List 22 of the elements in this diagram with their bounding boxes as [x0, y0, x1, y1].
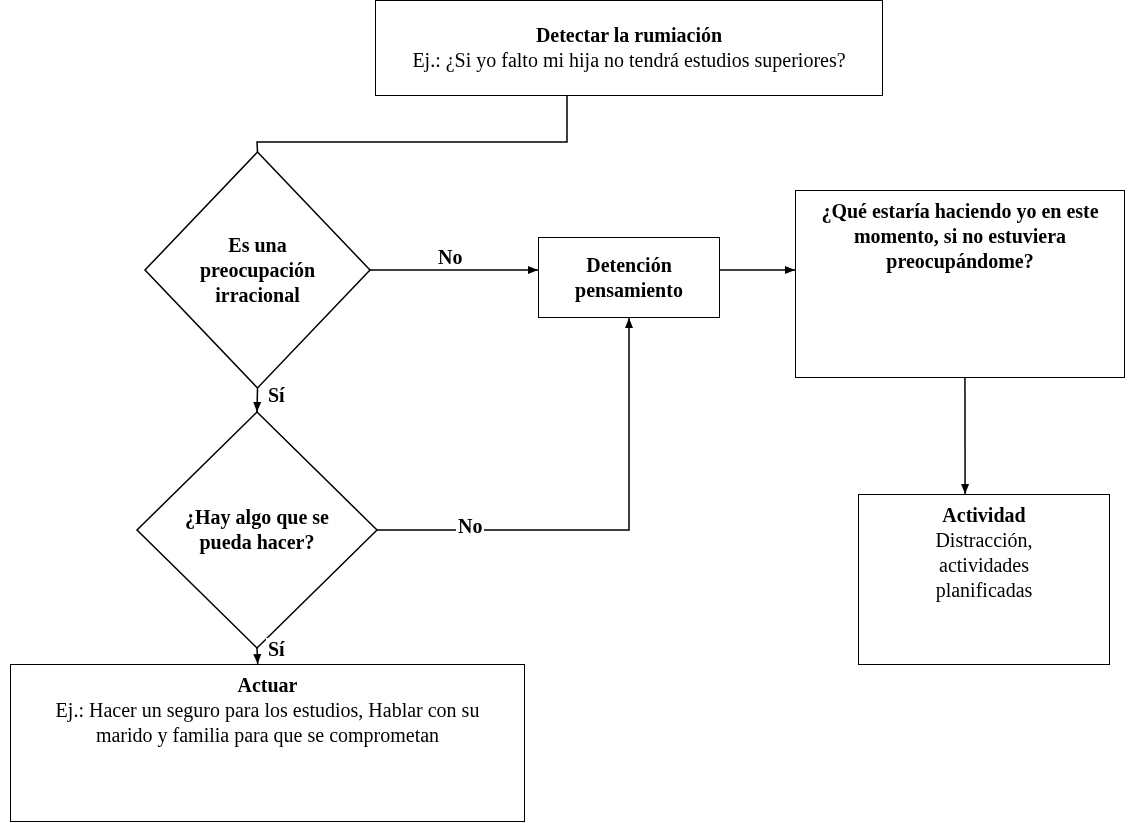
- node-title: Actividad: [942, 503, 1026, 528]
- process-box: [10, 664, 525, 822]
- arrow: [369, 266, 539, 274]
- node-text: Ej.: ¿Si yo falto mi hija no tendrá estudios superiores?: [412, 48, 846, 73]
- node-text: Ej.: Hacer un seguro para los estudios, Hablar con su marido y familia para que se comprometan: [54, 698, 481, 748]
- arrow: [253, 387, 262, 413]
- decision-diamond: [145, 152, 370, 388]
- process-box: [795, 190, 1125, 378]
- node-text: Distracción, actividades planificadas: [934, 528, 1034, 603]
- node-title: Es una preocupación irracional: [198, 232, 317, 308]
- node-title: Detectar la rumiación: [535, 23, 723, 48]
- node-title: ¿Qué estaría haciendo yo en este momento, si no estuviera preocupándome?: [820, 199, 1100, 274]
- node-title: Detención pensamiento: [574, 252, 684, 303]
- arrow: [961, 377, 970, 495]
- arrow: [376, 317, 633, 531]
- node-title: ¿Hay algo que se pueda hacer?: [184, 505, 330, 555]
- arrow: [719, 266, 796, 274]
- process-box: [858, 494, 1110, 665]
- process-box: [538, 237, 720, 318]
- process-box: [375, 0, 883, 96]
- arrow: [253, 647, 262, 665]
- node-title: Actuar: [237, 673, 298, 698]
